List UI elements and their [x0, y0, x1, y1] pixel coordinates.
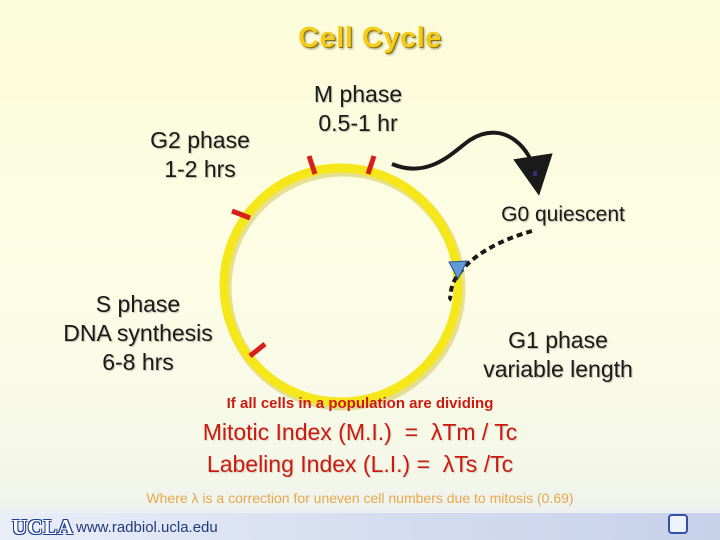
- cycle-ring-main: [219, 163, 463, 407]
- labeling-index-formula: Labeling Index (L.I.) = λTs /Tc: [206, 451, 514, 477]
- slide-nav-icon[interactable]: [668, 514, 688, 534]
- mitotic-index-formula: Mitotic Index (M.I.) = λTm / Tc: [202, 419, 518, 445]
- g2-phase-duration: 1-2 hrs: [164, 156, 236, 182]
- g0-label: G0 quiescent: [478, 200, 648, 229]
- g2-phase-label: G2 phase 1-2 hrs: [130, 126, 270, 184]
- g2-phase-name: G2 phase: [150, 127, 250, 153]
- slide-title: Cell Cycle: [298, 22, 442, 54]
- tick-s-g1: [248, 342, 267, 358]
- footer-url-link[interactable]: www.radbiol.ucla.edu: [76, 519, 218, 536]
- s-phase-name: S phase: [95, 291, 181, 317]
- re-entry-arrowhead: [448, 260, 468, 281]
- tick-g2-s: [231, 208, 251, 221]
- g1-phase-name: G1 phase: [508, 327, 608, 353]
- m-phase-duration: 0.5-1 hr: [318, 110, 398, 136]
- tick-m-end: [365, 155, 377, 175]
- s-phase-label: S phase DNA synthesis 6-8 hrs: [40, 290, 236, 377]
- condition-text: If all cells in a population are dividin…: [226, 395, 494, 412]
- s-phase-duration: 6-8 hrs: [102, 349, 174, 375]
- return-from-g0-arrow: [447, 229, 533, 302]
- g0-name: G0 quiescent: [501, 203, 625, 226]
- exit-to-g0-arrow: [391, 130, 553, 196]
- m-phase-name: M phase: [313, 81, 403, 107]
- lambda-note: Where λ is a correction for uneven cell …: [146, 490, 574, 506]
- footer-bar: [0, 513, 720, 540]
- m-phase-label: M phase 0.5-1 hr: [288, 80, 428, 138]
- g0-marker: [533, 171, 537, 176]
- s-phase-description: DNA synthesis: [63, 320, 213, 346]
- ucla-logo: UCLA: [12, 515, 74, 539]
- g1-phase-label: G1 phase variable length: [460, 326, 656, 384]
- tick-m-start: [306, 155, 318, 175]
- g1-phase-duration: variable length: [483, 356, 633, 382]
